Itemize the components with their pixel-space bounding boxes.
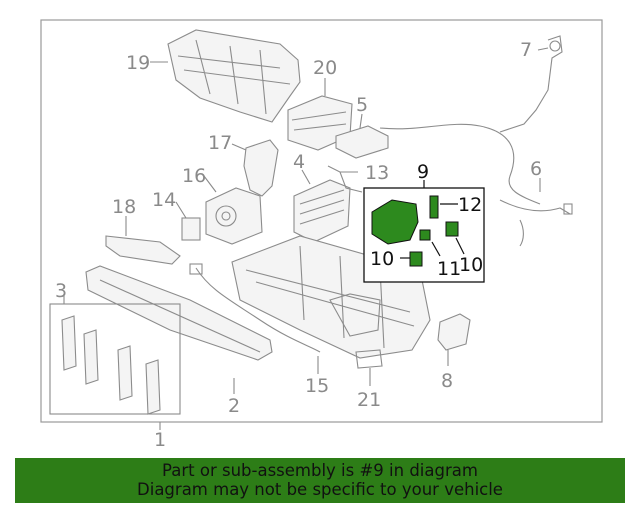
- part-7-cable: [499, 35, 563, 133]
- callout-4: 4: [293, 151, 305, 173]
- callout-3: 3: [55, 280, 67, 302]
- callout-10-left: 10: [370, 248, 394, 270]
- callout-15: 15: [305, 375, 329, 397]
- banner-line-1: Part or sub-assembly is #9 in diagram: [162, 461, 478, 480]
- part-17-bracket: [243, 139, 279, 197]
- callout-11: 11: [437, 258, 461, 280]
- callout-1: 1: [154, 429, 166, 451]
- callout-9: 9: [417, 161, 429, 183]
- callout-7: 7: [520, 39, 532, 61]
- part-8-cover: [437, 313, 471, 351]
- callout-21: 21: [357, 389, 381, 411]
- part-9-subassembly: [363, 180, 485, 283]
- part-10-relay-right: [445, 221, 459, 237]
- part-6-harness: [499, 199, 573, 247]
- part-15-wire: [189, 263, 321, 353]
- callout-14: 14: [152, 189, 176, 211]
- part-13-wire: [327, 165, 363, 193]
- callout-6: 6: [530, 158, 542, 180]
- callout-19: 19: [126, 52, 150, 74]
- part-4-module: [293, 179, 351, 243]
- part-10-relay-left: [409, 251, 423, 267]
- callout-12: 12: [458, 194, 482, 216]
- wire-harness-main: [379, 123, 541, 205]
- callout-16: 16: [182, 165, 206, 187]
- part-14-connector: [181, 217, 201, 241]
- part-19-shield: [167, 29, 301, 123]
- callout-8: 8: [441, 370, 453, 392]
- callout-13: 13: [365, 162, 389, 184]
- part-3-clip-set: [49, 303, 181, 415]
- part-12-fuse: [429, 195, 439, 219]
- callout-18: 18: [112, 196, 136, 218]
- callout-5: 5: [356, 94, 368, 116]
- callout-2: 2: [228, 395, 240, 417]
- banner-line-2: Diagram may not be specific to your vehi…: [137, 480, 503, 499]
- info-banner: Part or sub-assembly is #9 in diagram Di…: [15, 458, 625, 503]
- callout-10-right: 10: [459, 254, 483, 276]
- part-16-fan: [205, 187, 263, 245]
- diagram-frame: [40, 19, 603, 423]
- part-11-relay: [419, 229, 431, 241]
- part-5-module: [335, 125, 389, 159]
- part-18-duct: [105, 235, 181, 265]
- part-9-main-block: [371, 199, 419, 245]
- callout-17: 17: [208, 132, 232, 154]
- callout-20: 20: [313, 57, 337, 79]
- part-21-bracket: [355, 349, 383, 369]
